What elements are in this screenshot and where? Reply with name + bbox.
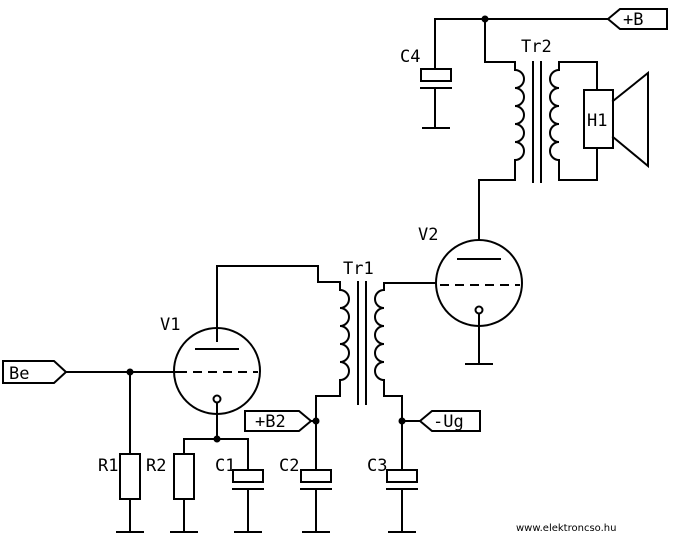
plus-b2-terminal: +B2 [244, 410, 317, 432]
c1-label: C1 [215, 456, 235, 476]
transformer-tr2: Tr2 [478, 18, 598, 241]
be-label: Be [9, 364, 29, 384]
r1-label: R1 [98, 456, 118, 476]
watermark-text: www.elektroncso.hu [516, 523, 616, 534]
plus-b-terminal: +B [606, 8, 668, 30]
capacitor-c4: C4 [400, 47, 452, 129]
minus-ug-terminal: -Ug [418, 410, 481, 432]
tr2-label: Tr2 [521, 37, 552, 57]
plus-b-label: +B [623, 10, 643, 30]
v1-label: V1 [160, 315, 180, 335]
minus-ug-label: -Ug [433, 412, 464, 432]
c2-label: C2 [279, 456, 299, 476]
c3-label: C3 [367, 456, 387, 476]
transformer-tr1: Tr1 [216, 259, 437, 471]
capacitor-c1: C1 [215, 438, 264, 533]
tube-v2: V2 [418, 225, 523, 365]
capacitor-c3: C3 [367, 456, 418, 533]
resistor-r2: R2 [146, 438, 218, 533]
c4-label: C4 [400, 47, 420, 67]
h1-label: H1 [587, 111, 607, 131]
capacitor-c2: C2 [279, 456, 332, 533]
tr1-label: Tr1 [343, 259, 374, 279]
resistor-r1: R1 [98, 371, 144, 533]
plus-b2-label: +B2 [255, 412, 286, 432]
input-be-terminal: Be [2, 360, 179, 384]
loudspeaker-h1: H1 [583, 70, 649, 169]
r2-label: R2 [146, 456, 166, 476]
v2-label: V2 [418, 225, 438, 245]
